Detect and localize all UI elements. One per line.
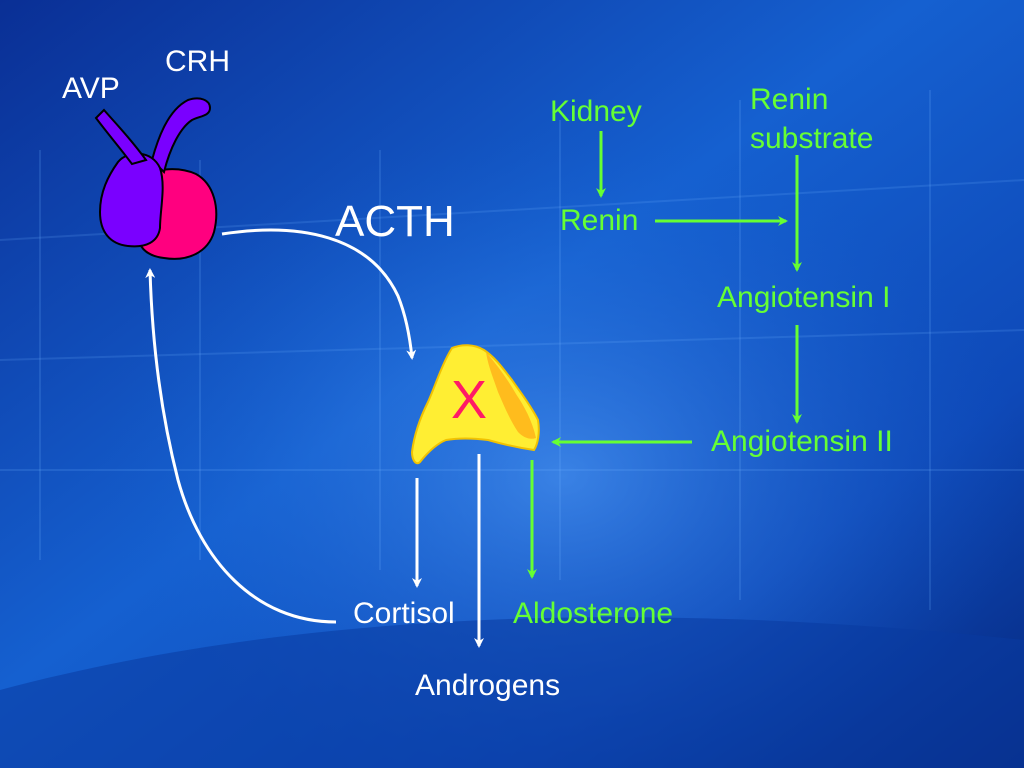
aldosterone-label: Aldosterone: [513, 597, 674, 630]
avp-neuron-axon: [94, 108, 148, 166]
angiotensin-2-label: Angiotensin II: [711, 425, 893, 458]
avp-neuron-body: [98, 152, 164, 248]
raas-arrows: [527, 131, 802, 579]
pituitary-icon: [94, 97, 218, 260]
acth-label: ACTH: [335, 197, 455, 246]
cortisol-feedback-arrow: [145, 268, 337, 624]
renin-substrate-label: Renin substrate: [750, 83, 874, 155]
avp-label: AVP: [62, 72, 120, 105]
crh-neuron-axon: [150, 97, 212, 174]
androgens-label: Androgens: [415, 669, 561, 702]
angiotensin-1-label: Angiotensin I: [717, 281, 891, 314]
target-x-label: X: [451, 370, 488, 430]
renin-label: Renin: [560, 204, 639, 237]
crh-label: CRH: [165, 45, 230, 78]
kidney-label: Kidney: [550, 95, 642, 128]
cortisol-label: Cortisol: [353, 597, 455, 630]
hpa-arrows: [145, 228, 484, 648]
acth-arrow: [221, 228, 417, 360]
adrenal-gland-icon: [410, 344, 540, 465]
